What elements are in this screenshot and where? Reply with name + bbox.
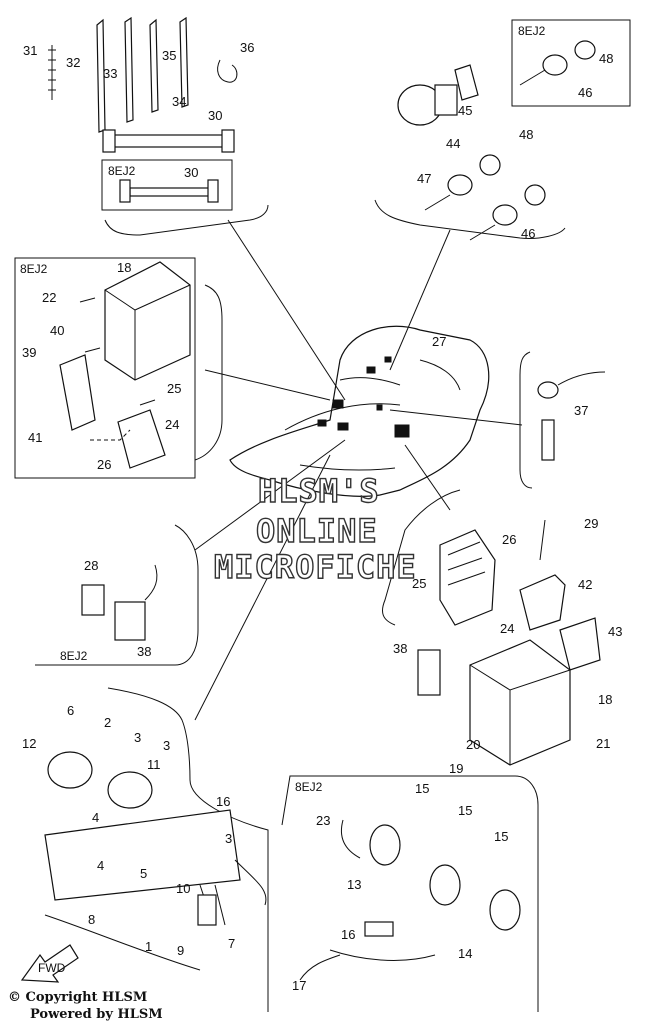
callout: 46 <box>578 85 592 100</box>
callout: 44 <box>446 136 460 151</box>
callout: 12 <box>22 736 36 751</box>
callout: 3 <box>225 831 232 846</box>
svg-text:ONLINE: ONLINE <box>256 512 378 550</box>
callout: 7 <box>228 936 235 951</box>
callout: 21 <box>596 736 610 751</box>
callout: 18 <box>598 692 612 707</box>
callout: 27 <box>432 334 446 349</box>
callout: 40 <box>50 323 64 338</box>
callout: 38 <box>137 644 151 659</box>
panel-rectifier <box>382 489 601 766</box>
panel-fasteners-bands <box>48 16 269 236</box>
callout: 14 <box>458 946 472 961</box>
callout: 11 <box>147 757 161 772</box>
callout: 6 <box>67 703 74 718</box>
callout: 24 <box>165 417 179 432</box>
callout: 22 <box>42 290 56 305</box>
svg-text:MICROFICHE: MICROFICHE <box>214 548 417 586</box>
callout: 35 <box>162 48 176 63</box>
callout: 30 <box>208 108 222 123</box>
svg-text:HLSM'S: HLSM'S <box>258 472 380 510</box>
copyright-text: © Copyright HLSM <box>8 990 148 1005</box>
callout: 3 <box>134 730 141 745</box>
callout: 45 <box>458 103 472 118</box>
callout: 25 <box>167 381 181 396</box>
panel-ignition-coils-variant <box>281 775 539 1012</box>
svg-text:FWD: FWD <box>38 961 66 975</box>
panel-condenser <box>35 524 199 666</box>
callout: 29 <box>584 516 598 531</box>
callout: 28 <box>84 558 98 573</box>
callout: 38 <box>393 641 407 656</box>
callout: 3 <box>163 738 170 753</box>
callout: 13 <box>347 877 361 892</box>
callout: 30 <box>184 165 198 180</box>
callout: 47 <box>417 171 431 186</box>
callout: 24 <box>500 621 514 636</box>
panel-ignition-coils <box>44 687 269 1012</box>
callout: 16 <box>341 927 355 942</box>
callout: 20 <box>466 737 480 752</box>
callout: 5 <box>140 866 147 881</box>
callout: 26 <box>502 532 516 547</box>
variant-label: 8EJ2 <box>20 262 48 276</box>
panel-cdi-unit <box>14 257 223 479</box>
callout: 15 <box>415 781 429 796</box>
callout: 31 <box>23 43 37 58</box>
callout: 32 <box>66 55 80 70</box>
callout: 46 <box>521 226 535 241</box>
callout: 18 <box>117 260 131 275</box>
callout: 42 <box>578 577 592 592</box>
callout: 1 <box>145 939 152 954</box>
callout: 8 <box>88 912 95 927</box>
callout: 25 <box>412 576 426 591</box>
variant-labels: 8EJ2 8EJ2 8EJ2 8EJ2 8EJ2 <box>20 24 546 794</box>
panel-switches <box>374 19 631 241</box>
callout: 10 <box>176 881 190 896</box>
callout: 41 <box>28 430 42 445</box>
callout: 36 <box>240 40 254 55</box>
callout: 39 <box>22 345 36 360</box>
variant-label: 8EJ2 <box>60 649 88 663</box>
fwd-arrow: FWD <box>20 944 79 983</box>
callout: 48 <box>599 51 613 66</box>
callout: 43 <box>608 624 622 639</box>
callout: 23 <box>316 813 330 828</box>
callout: 4 <box>97 858 104 873</box>
callout: 4 <box>92 810 99 825</box>
callout: 16 <box>216 794 230 809</box>
callout: 15 <box>458 803 472 818</box>
callout-numbers: 1 2 3 3 3 4 4 5 6 7 8 9 10 11 12 13 14 1… <box>22 40 622 993</box>
callout: 34 <box>172 94 186 109</box>
watermark: HLSM'S ONLINE MICROFICHE <box>213 471 417 586</box>
callout: 15 <box>494 829 508 844</box>
callout: 19 <box>449 761 463 776</box>
leader-lines <box>194 219 523 721</box>
panel-sensor <box>519 351 606 489</box>
variant-label: 8EJ2 <box>295 780 323 794</box>
callout: 48 <box>519 127 533 142</box>
callout: 17 <box>292 978 306 993</box>
engine-chassis-outline <box>229 325 490 497</box>
variant-label: 8EJ2 <box>518 24 546 38</box>
powered-by-text: Powered by HLSM <box>30 1007 163 1022</box>
callout: 33 <box>103 66 117 81</box>
callout: 26 <box>97 457 111 472</box>
callout: 2 <box>104 715 111 730</box>
callout: 37 <box>574 403 588 418</box>
callout: 9 <box>177 943 184 958</box>
variant-label: 8EJ2 <box>108 164 136 178</box>
